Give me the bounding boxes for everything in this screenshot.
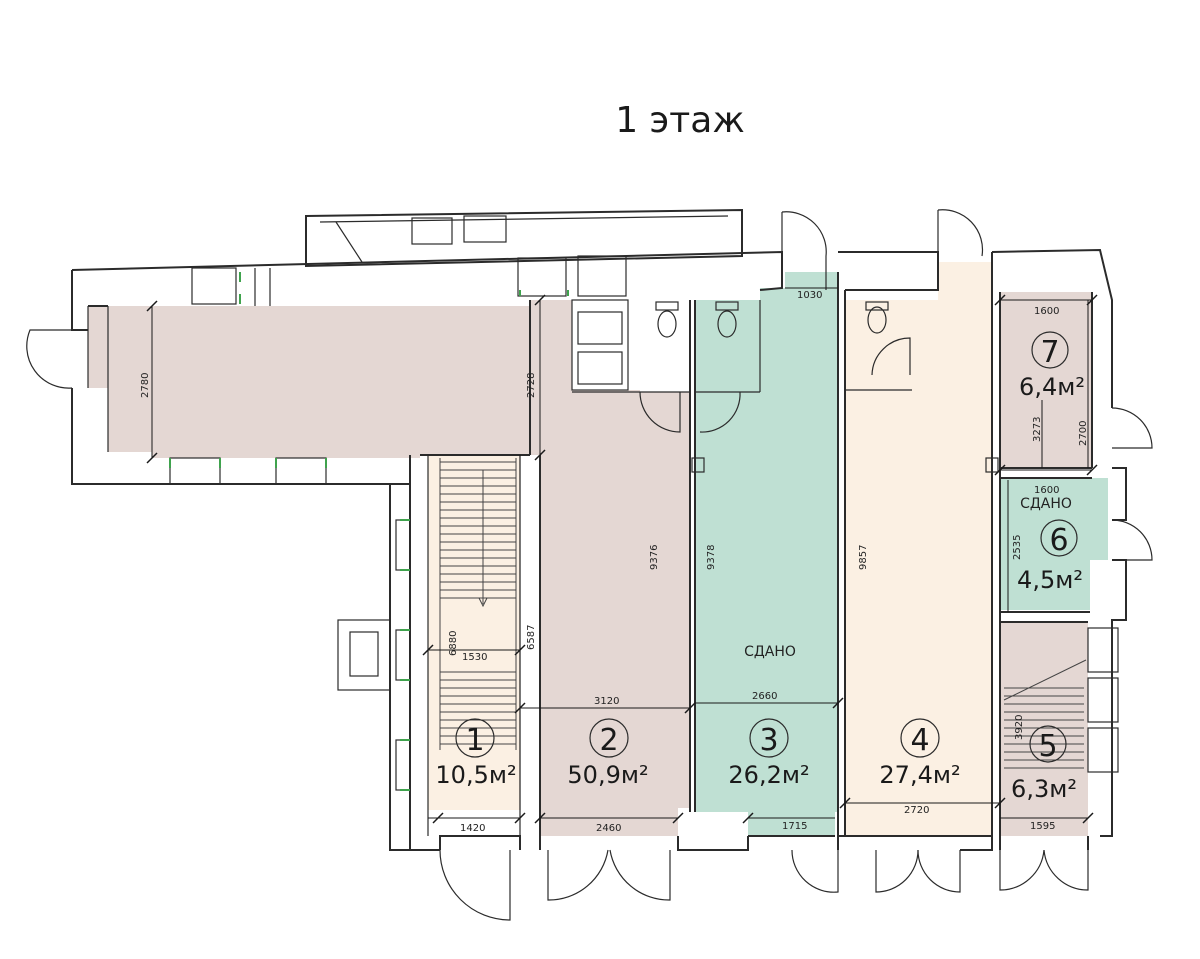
dim-2728: 2728 bbox=[526, 373, 537, 398]
dim-9376: 9376 bbox=[649, 545, 660, 570]
room-labels: 1 10,5м² 2 50,9м² 3 26,2м² СДАНО 4 27,4м… bbox=[435, 331, 1085, 803]
dim-2460: 2460 bbox=[596, 823, 621, 834]
room-7-area: 6,4м² bbox=[1019, 373, 1085, 401]
dim-6587: 6587 bbox=[526, 625, 537, 650]
walls bbox=[71, 208, 1127, 851]
room-1-label: 1 10,5м² bbox=[435, 718, 517, 789]
partitions bbox=[420, 252, 1093, 836]
stair-arrow bbox=[478, 470, 488, 608]
area-corridor-fill bbox=[88, 306, 530, 458]
dim-3120: 3120 bbox=[594, 696, 619, 707]
dim-1030: 1030 bbox=[797, 290, 822, 301]
room-5-area: 6,3м² bbox=[1011, 775, 1077, 803]
toilet-icons bbox=[655, 301, 889, 338]
area-room-2-bottom-fill bbox=[540, 808, 678, 836]
room-4-area: 27,4м² bbox=[879, 761, 960, 789]
dim-1595: 1595 bbox=[1030, 821, 1055, 832]
dimension-labels: 2780 2728 1030 1600 3273 2700 1600 2 5 3 5 … bbox=[140, 290, 1089, 834]
room-number-circle bbox=[1040, 519, 1078, 557]
area-room-2-fill bbox=[530, 300, 690, 808]
room-3-label: 3 26,2м² СДАНО bbox=[728, 644, 809, 789]
stairs-left bbox=[439, 458, 517, 750]
room-2-label: 2 50,9м² bbox=[567, 718, 649, 789]
toilet-icon bbox=[715, 301, 739, 338]
dim-2535: 2535 bbox=[1012, 535, 1023, 560]
area-room-6-fill bbox=[1000, 478, 1108, 610]
room-3-status: СДАНО bbox=[744, 644, 796, 660]
dim-9857: 9857 bbox=[858, 545, 869, 570]
dim-2660: 2660 bbox=[752, 691, 777, 702]
dim-2720: 2720 bbox=[904, 805, 929, 816]
room-number-circle bbox=[589, 718, 629, 758]
dim-1530: 1530 bbox=[462, 652, 487, 663]
room-3-area: 26,2м² bbox=[728, 761, 809, 789]
door-swings bbox=[26, 209, 1153, 921]
room-number-circle bbox=[900, 718, 940, 758]
room-2-area: 50,9м² bbox=[567, 761, 648, 789]
dim-2700: 2700 bbox=[1078, 421, 1089, 446]
toilet-icon bbox=[865, 301, 889, 334]
room-7-number: 7 bbox=[1040, 335, 1059, 370]
dim-1600-top: 1600 bbox=[1034, 306, 1059, 317]
dim-1420: 1420 bbox=[460, 823, 485, 834]
room-6-number: 6 bbox=[1049, 523, 1068, 558]
floor-title: 1 этаж bbox=[615, 100, 745, 141]
stair-break-line bbox=[1003, 659, 1087, 701]
area-room-4-fill bbox=[845, 262, 992, 836]
stairs-right bbox=[1003, 659, 1087, 769]
dim-3273: 3273 bbox=[1032, 417, 1043, 442]
room-4-number: 4 bbox=[910, 723, 929, 758]
room-5-number: 5 bbox=[1038, 729, 1057, 764]
room-number-circle bbox=[1031, 331, 1069, 369]
window-fittings bbox=[169, 272, 569, 791]
area-room-1-fill bbox=[428, 455, 520, 810]
area-room-5-fill bbox=[1000, 622, 1088, 836]
room-6-area: 4,5м² bbox=[1017, 566, 1083, 594]
room-4-label: 4 27,4м² bbox=[879, 718, 961, 789]
room-6-label: 6 4,5м² СДАНО bbox=[1017, 496, 1083, 594]
dim-2780: 2780 bbox=[140, 373, 151, 398]
room-1-number: 1 bbox=[465, 723, 484, 758]
room-number-circle bbox=[455, 718, 495, 758]
area-room-3-fill bbox=[695, 272, 838, 836]
dim-6880: 6880 bbox=[448, 631, 459, 656]
room-2-number: 2 bbox=[599, 723, 618, 758]
dim-1600-mid: 1600 bbox=[1034, 485, 1059, 496]
dim-3920: 3920 bbox=[1014, 715, 1025, 740]
room-number-circle bbox=[1029, 725, 1067, 763]
toilet-icon bbox=[655, 301, 679, 338]
dimension-lines bbox=[146, 287, 1098, 824]
room-number-circle bbox=[749, 718, 789, 758]
area-room-7-fill bbox=[1000, 292, 1092, 468]
room-1-area: 10,5м² bbox=[435, 761, 516, 789]
room-3-number: 3 bbox=[759, 723, 778, 758]
dim-9378: 9378 bbox=[706, 545, 717, 570]
room-6-status: СДАНО bbox=[1020, 496, 1072, 512]
dim-1715: 1715 bbox=[782, 821, 807, 832]
room-7-label: 7 6,4м² bbox=[1019, 331, 1085, 401]
room-5-label: 5 6,3м² bbox=[1011, 725, 1077, 803]
